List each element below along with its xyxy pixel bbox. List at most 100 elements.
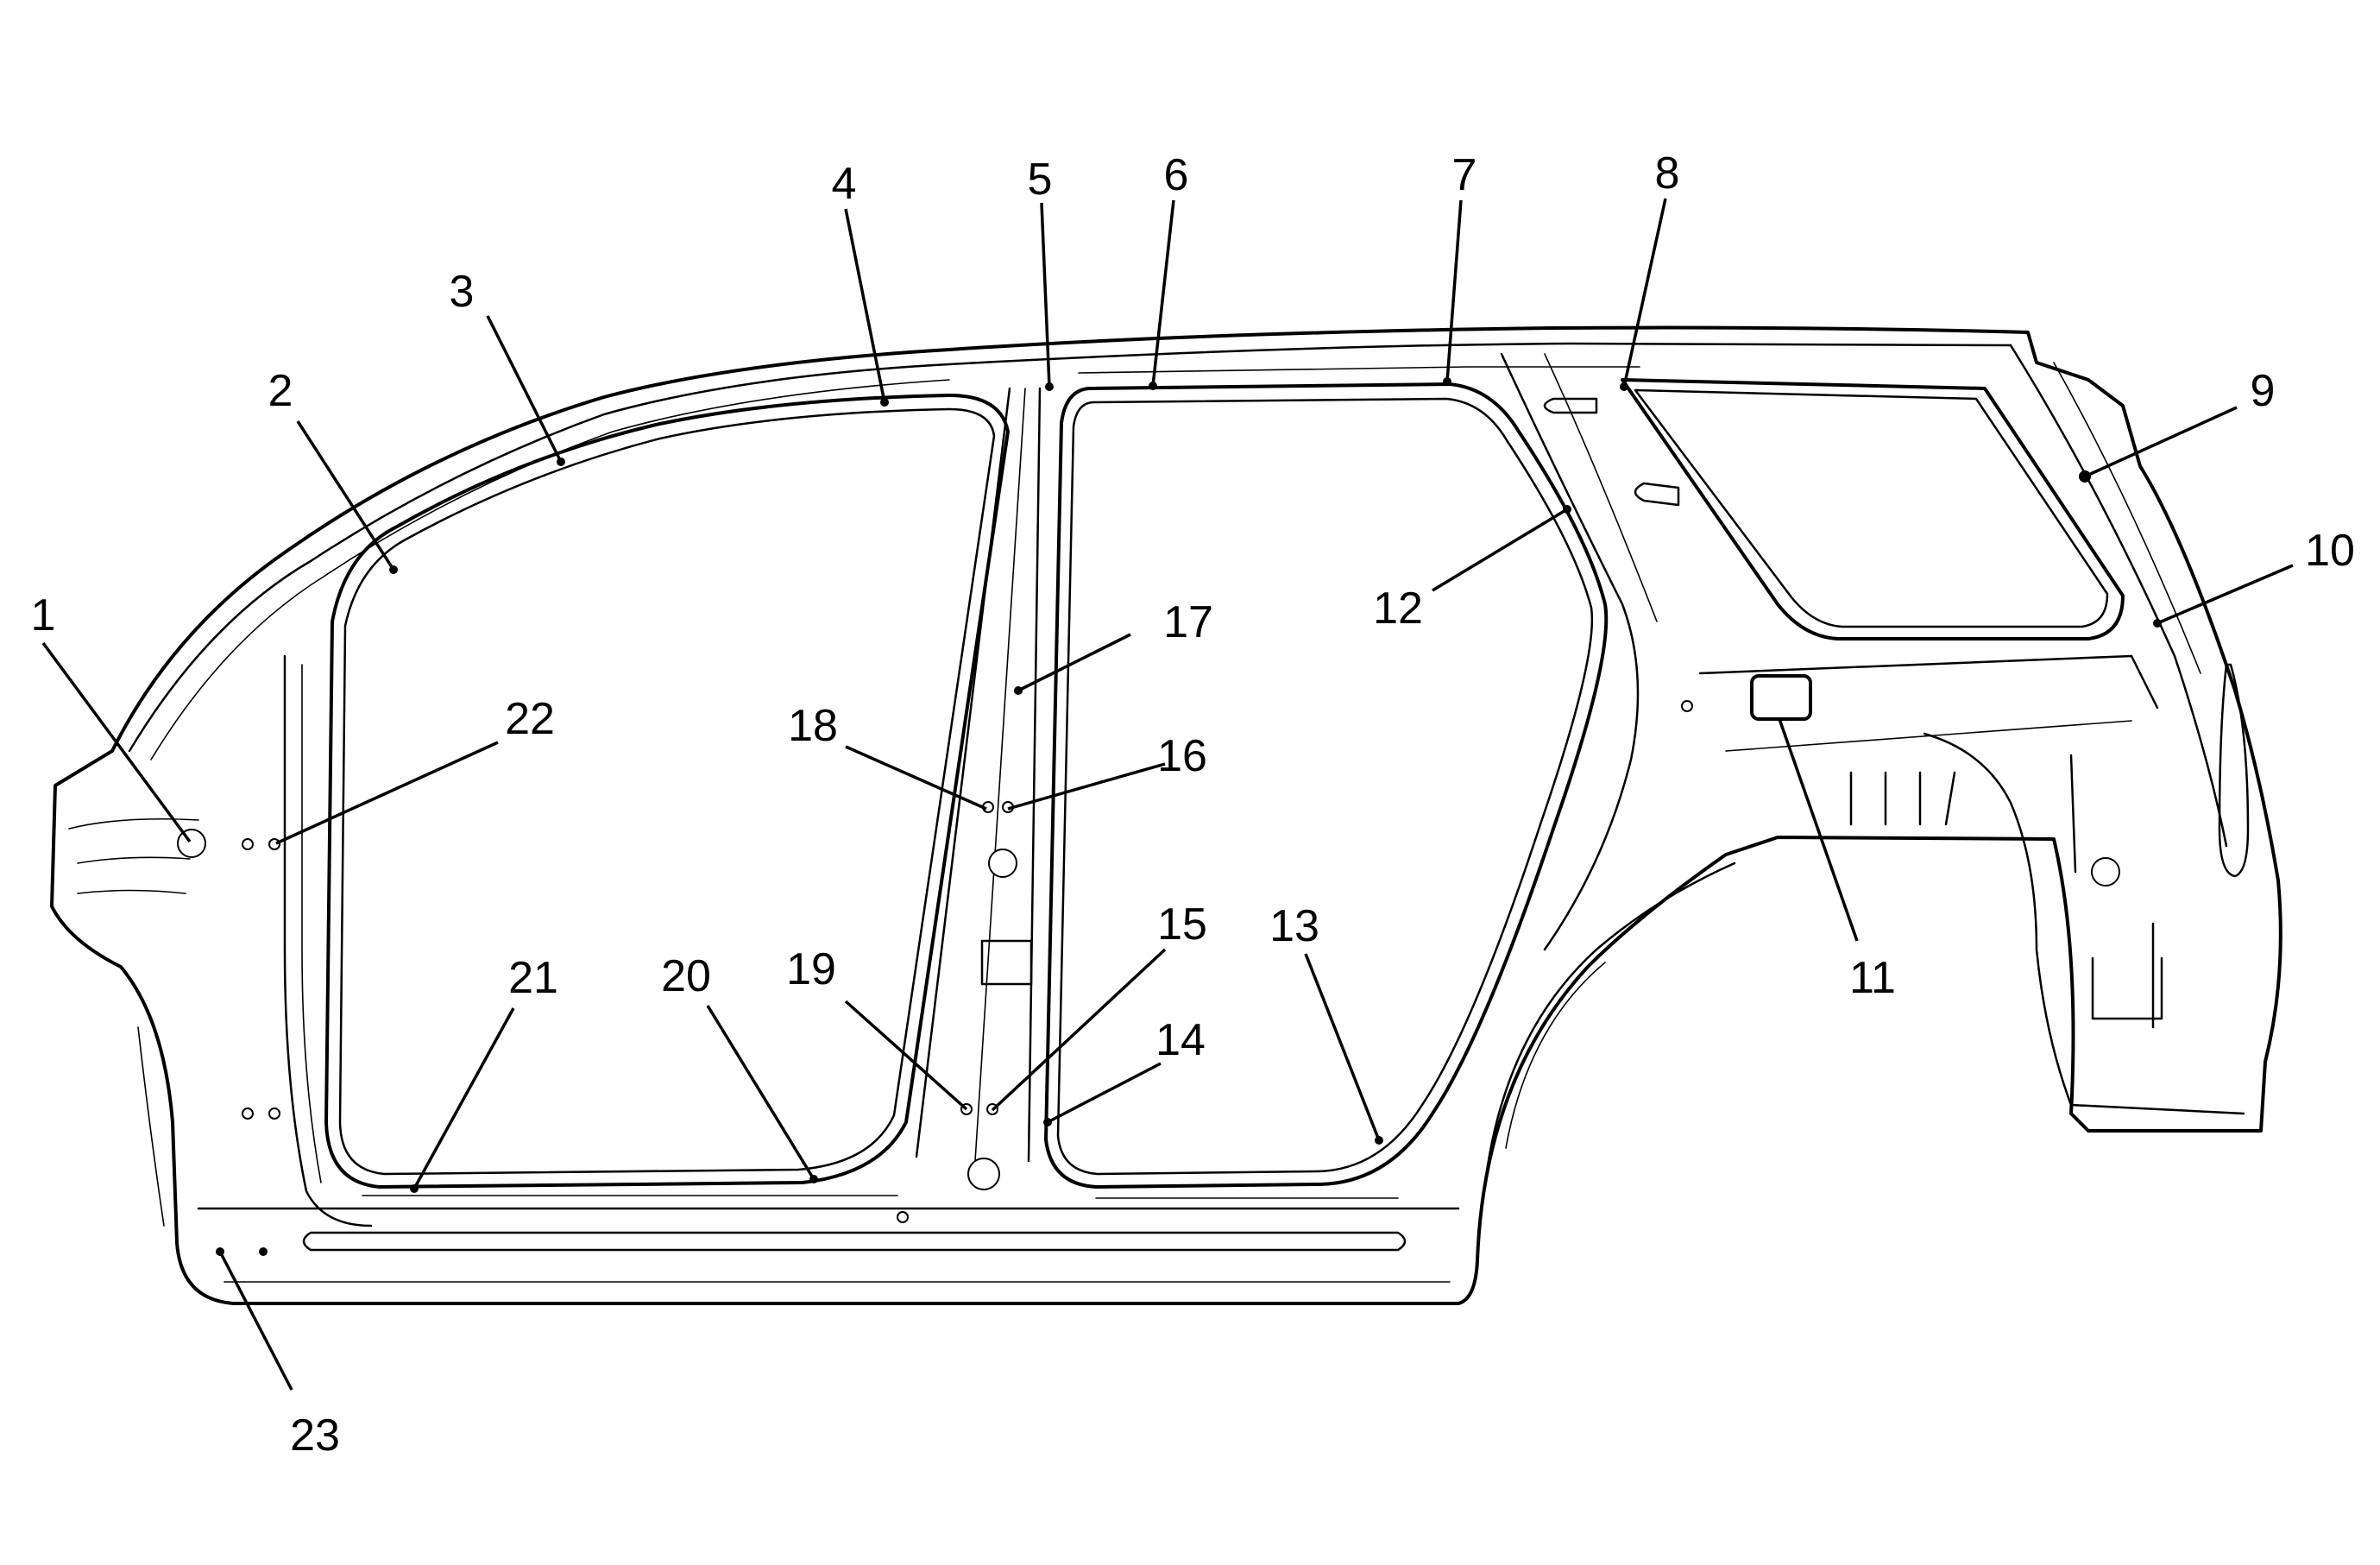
leader-4 <box>844 208 886 403</box>
callout-label-9: 9 <box>2251 366 2276 416</box>
fuel-door <box>1750 674 1812 721</box>
quarter-rib-4 <box>1944 771 1956 826</box>
leader-11 <box>1778 718 1859 942</box>
callout-label-21: 21 <box>508 953 558 1003</box>
roof-slot-2 <box>1634 482 1680 507</box>
rear-door-opening <box>1044 382 1609 1189</box>
callout-label-17: 17 <box>1163 597 1213 647</box>
callout-label-11: 11 <box>1849 953 1896 1003</box>
b-pillar-hole <box>988 849 1017 878</box>
target-dot-13 <box>1375 1136 1383 1145</box>
target-dot-8 <box>1620 382 1628 391</box>
b-pillar-front-line <box>915 387 1011 1158</box>
small-hole <box>897 1211 909 1223</box>
outer-silhouette <box>50 325 2282 1305</box>
callout-label-1: 1 <box>31 590 56 641</box>
quarter-large-hole <box>2091 857 2120 887</box>
target-dot-20 <box>809 1175 818 1183</box>
target-dot-23 <box>216 1247 224 1256</box>
leader-7 <box>1445 199 1463 382</box>
callout-label-10: 10 <box>2305 526 2355 576</box>
leader-22 <box>275 741 499 845</box>
callout-label-5: 5 <box>1028 155 1053 205</box>
callout-label-16: 16 <box>1157 731 1207 781</box>
wheelhouse-outline <box>1923 732 2245 1115</box>
leader-5 <box>1040 202 1051 388</box>
a-pillar-line-1 <box>283 654 373 1227</box>
front-panel-line-3 <box>77 889 186 894</box>
callout-label-6: 6 <box>1164 150 1189 200</box>
callout-label-19: 19 <box>786 944 836 994</box>
callout-label-13: 13 <box>1269 901 1319 951</box>
front-door-opening <box>324 394 1010 1189</box>
small-hole <box>242 1107 254 1120</box>
target-dot-9 <box>2079 470 2091 483</box>
b-pillar-rear-line <box>1027 387 1042 1163</box>
callout-label-2: 2 <box>268 366 293 416</box>
target-dot-7 <box>1443 377 1451 386</box>
leader-21 <box>412 1007 515 1190</box>
callout-label-20: 20 <box>661 951 711 1001</box>
quarter-bracket <box>2091 956 2163 1020</box>
leader-14 <box>1047 1062 1162 1124</box>
callout-labels: 1 2 3 4 5 6 7 8 9 10 11 12 13 14 15 16 1… <box>31 148 2355 1461</box>
target-dots <box>216 377 2162 1256</box>
small-hole <box>268 838 280 850</box>
leader-16 <box>1007 762 1166 811</box>
d-pillar-line-2 <box>2053 362 2201 674</box>
c-pillar-line <box>1500 352 1640 951</box>
rear-arch-line-1 <box>1483 861 1736 1193</box>
d-pillar-line <box>2009 344 2228 848</box>
front-large-hole <box>177 829 206 858</box>
target-dot-14 <box>1043 1118 1052 1126</box>
target-dot-12 <box>1563 505 1571 514</box>
b-pillar-bracket <box>980 939 1033 986</box>
quarter-rib-5 <box>2069 754 2077 874</box>
leader-lines <box>41 198 2294 1391</box>
quarter-inner-line-1 <box>1698 654 2159 710</box>
c-pillar-line-2 <box>1544 353 1658 622</box>
small-hole <box>242 838 254 850</box>
b-pillar-lower-hole <box>967 1158 1000 1190</box>
callout-label-23: 23 <box>290 1410 340 1461</box>
front-panel-line-2 <box>77 856 191 864</box>
front-panel-line-4 <box>137 1026 165 1227</box>
target-dot-6 <box>1149 382 1157 390</box>
roof-slot-1 <box>1543 397 1598 414</box>
target-dot-2 <box>389 565 398 574</box>
leader-2 <box>296 420 395 571</box>
front-door-inner-line <box>338 407 996 1176</box>
body-side-panel-drawing <box>50 325 2282 1305</box>
leader-19 <box>844 1000 968 1111</box>
target-dot-10 <box>2153 619 2162 628</box>
leader-10 <box>2156 564 2294 625</box>
leader-13 <box>1304 953 1381 1141</box>
roof-rail-line-2 <box>150 379 950 760</box>
callout-label-8: 8 <box>1655 148 1680 199</box>
a-pillar-line-2 <box>301 664 322 1183</box>
callout-label-22: 22 <box>505 694 555 744</box>
leader-23 <box>218 1251 293 1391</box>
callout-label-18: 18 <box>788 701 838 751</box>
target-dot-3 <box>557 458 565 466</box>
rear-arch-line-2 <box>1505 962 1606 1149</box>
target-dot-4 <box>880 398 889 407</box>
leader-18 <box>845 745 987 811</box>
leader-20 <box>706 1005 815 1180</box>
leader-12 <box>1432 508 1568 592</box>
roof-rail-line-1 <box>128 342 2012 753</box>
quarter-window-inner <box>1634 388 2109 628</box>
callout-label-4: 4 <box>832 159 857 209</box>
rear-door-inner-line <box>1056 397 1594 1176</box>
target-dot-17 <box>1014 686 1023 695</box>
leader-6 <box>1151 199 1175 387</box>
callout-label-7: 7 <box>1452 150 1477 200</box>
d-pillar-slot <box>2218 663 2250 878</box>
quarter-window <box>1621 378 2125 641</box>
small-hole <box>268 1107 280 1120</box>
small-hole <box>1681 700 1693 712</box>
front-panel-line-1 <box>68 817 199 830</box>
target-dot-23b <box>259 1247 268 1256</box>
b-pillar-center-line <box>974 388 1026 1162</box>
